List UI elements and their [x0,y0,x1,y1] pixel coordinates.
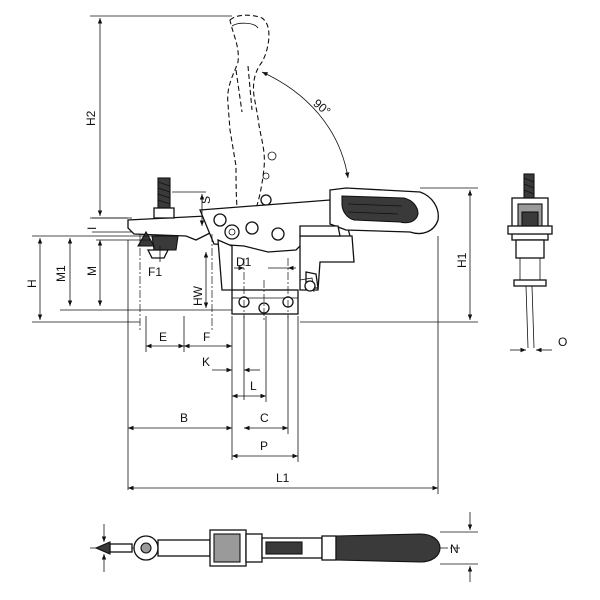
clamp-base [127,194,355,315]
dim-D1-label: D1 [236,255,252,269]
dim-M1-label: M1 [54,265,68,282]
dim-M-label: M [85,266,99,276]
dim-O-label: O [558,335,567,349]
dim-angle-label: 90° [310,96,333,119]
dim-E-label: E [159,330,167,344]
dim-I-label: I [85,227,99,230]
dim-K-label: K [202,355,210,369]
clamp-spindle [137,177,179,259]
dim-N-label: N [450,542,459,556]
dim-H1-label: H1 [455,252,469,268]
dim-P-label: P [260,439,268,453]
dim-F1-label: F1 [148,265,162,279]
top-view: N [90,512,478,582]
dim-S-label: S [199,196,213,204]
dim-L-label: L [250,379,257,393]
dim-HW-label: HW [191,285,205,306]
open-handle-ghost [227,14,277,221]
closed-handle [299,187,439,237]
dim-B-label: B [180,411,188,425]
dim-C-label: C [260,411,269,425]
dim-H-label: H [25,279,39,288]
side-view: 90° [25,14,478,494]
dim-H2-label: H2 [84,110,98,126]
end-view: O [507,173,567,353]
dim-F-label: F [203,330,210,344]
dim-L1-label: L1 [276,471,290,485]
